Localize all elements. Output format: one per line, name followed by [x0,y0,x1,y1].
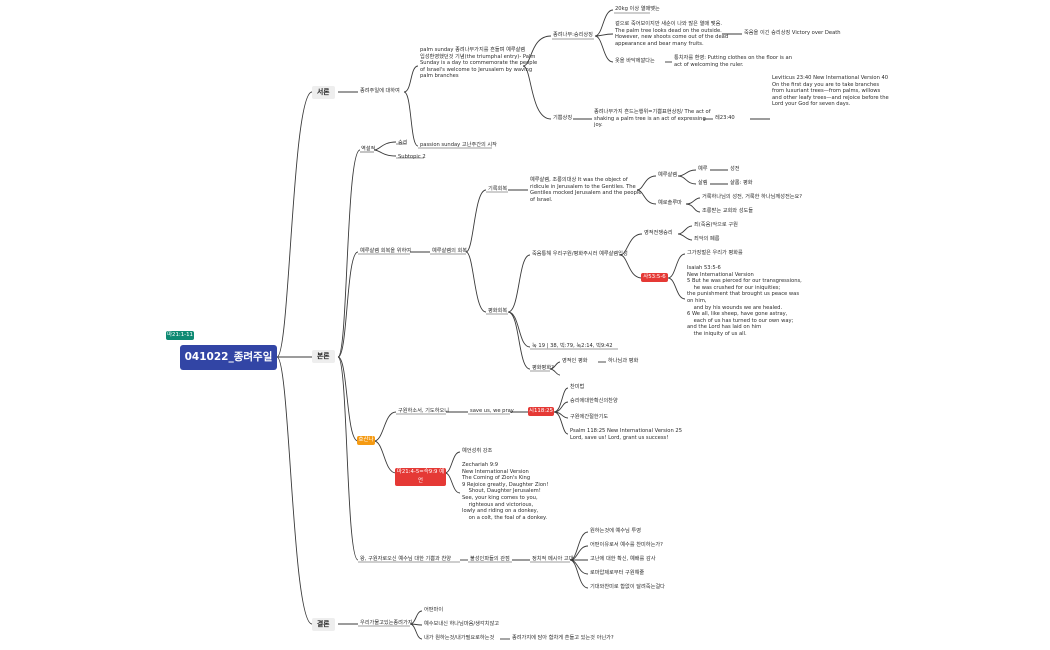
node-psalm-text[interactable]: Psalm 118:25 New International Version 2… [570,428,683,441]
node-death-victory[interactable]: 죽음을 이긴 승리상징 Victory over Death [744,30,841,36]
node-m2[interactable]: 어떤이유로서 예수를 찬미하는가? [590,542,663,548]
node-paradox[interactable]: 역설적 [361,146,376,152]
node-weight[interactable]: 20kg 이상 열매맺는 [615,6,660,12]
node-m1[interactable]: 원하는것에 예수님 투영 [590,528,642,534]
node-eternal-peace[interactable]: 영적인 평화 [562,358,588,364]
node-to-worship[interactable]: 예로솔루마 [658,200,682,206]
node-about-palm-sunday[interactable]: 종려주일에 대하여 [360,88,400,94]
node-mock-text[interactable]: 예루살렘, 조롱의대상 It was the object of ridicul… [530,177,642,203]
node-king[interactable]: 왕, 구원자로오신 예수님 대한 기쁨과 찬양 [360,556,452,562]
node-which-peace[interactable]: 평화평화? [532,365,554,371]
node-palm-victory[interactable]: 종려나무:승리상징 [553,32,593,38]
node-jerusalem[interactable]: 예루살렘 회복을 위하여 [360,248,412,254]
node-lev-ref[interactable]: 레23:40 [715,115,735,121]
node-holy-city[interactable]: 거룩하나님의 성전, 거룩한 하나님께성전는요? [702,194,803,200]
node-clothes[interactable]: 옷을 바닥에깔다는 [615,58,655,64]
node-zech-text[interactable]: Zechariah 9:9 New International Version … [462,462,549,521]
tag-hosanna: 호산나 [357,436,375,445]
node-cry[interactable]: 우리가물고있는종려가지 [360,620,413,626]
node-salvation[interactable]: 죄(죽음)악으로 구원 [694,222,738,228]
section-body[interactable]: 본론 [312,350,335,363]
node-peace[interactable]: 살렘 [698,180,708,186]
node-c2[interactable]: 예수보내신 하나님마음/생각치않고 [424,621,499,627]
node-victory[interactable]: 승리 [398,140,408,146]
node-c3b[interactable]: 종려가지에 담아 함차게 흔들고 있는것 아닌가? [512,635,614,641]
tag-psalm: 시118:25 [528,407,554,416]
root-node[interactable]: 041022_종려주일 [180,345,277,370]
node-shout[interactable]: 승리에대한확신의찬양 [570,398,618,404]
node-sacred[interactable]: 성전 [730,166,740,172]
node-palm-sunday[interactable]: palm sunday 종려나무가지를 흔들며 예루살렘 입성환영했던것 기념(… [420,47,538,80]
node-ruler[interactable]: 통치자를 환영: Putting clothes on the floor is… [674,55,793,68]
node-god-peace[interactable]: 하나님과 평화 [608,358,639,364]
node-christ-peace[interactable]: 그가징벌은 우리가 평화를 [687,250,743,256]
node-outside[interactable]: 겉으로 죽어보이지만 새순이 나와 많은 열매 맺음. The palm tre… [615,21,729,47]
node-m3[interactable]: 고난에 대한 확신, 예배를 감사 [590,556,656,562]
node-recovery[interactable]: 예루살렘의 회복 [432,248,468,254]
node-subtopic2[interactable]: Subtopic 2 [398,154,426,160]
node-prophecy[interactable]: 예언성취 강조 [462,448,493,454]
node-spiritual-victory[interactable]: 영적전쟁승리 [644,230,673,236]
node-joy-text[interactable]: 종려나무가지 흔드는행위=기쁨표현상징/ The act of shaking … [594,109,711,129]
node-save-us[interactable]: save us, we pray [470,408,514,414]
node-mock-recovery[interactable]: 기록회복 [488,186,508,192]
node-temple[interactable]: 예루살렘 [658,172,678,178]
node-peace-en[interactable]: 샬롬: 평화 [730,180,753,186]
node-pray-save[interactable]: 구원하소서, 기도하오니 [398,408,450,414]
node-luke-refs[interactable]: 눅 19 | 38, 빅:79, 눅2:14, 빅9:42 [532,343,613,349]
node-passion-sunday[interactable]: passion sunday 고난주간의 시작 [420,142,497,148]
node-lev-text[interactable]: Leviticus 23:40 New International Versio… [772,75,889,108]
section-intro[interactable]: 서론 [312,86,335,99]
node-m4[interactable]: 로마압제로부터 구원해줄 [590,570,645,576]
node-prayer[interactable]: 구원에간절한기도 [570,414,609,420]
node-isaiah-text[interactable]: Isaiah 53:5-6 New International Version … [687,265,802,337]
node-m5[interactable]: 기대와찬미로 합없이 달려죽는걸다 [590,584,665,590]
section-conclusion[interactable]: 결론 [312,618,335,631]
node-worship[interactable]: 예루 [698,166,708,172]
tag-isaiah: 사53:5-6 [641,273,668,282]
node-cross[interactable]: 죽음통해 우리구원/평화주시러 예루살렘입성 [532,251,628,257]
node-sin-pain[interactable]: 죄악의 폐름 [694,236,720,242]
node-mock-church[interactable]: 조롱받는 교회와 성도들 [702,208,754,214]
node-joy-symbol[interactable]: 기쁨상징 [553,115,573,121]
node-c3[interactable]: 내가 원하는것/내가필요로하는것 [424,635,495,641]
node-peace-recovery[interactable]: 평화회복 [488,308,508,314]
node-praise[interactable]: 찬미법 [570,384,585,390]
node-crowd[interactable]: 불성인파들의 관점 [470,556,510,562]
root-tag: 마21:1-11 [166,331,194,340]
node-messiah[interactable]: 정치적 메시아 고대 [532,556,574,562]
node-c1[interactable]: 어떤마이 [424,607,444,613]
tag-zechariah: 마21:4-5=슥9:9 예언 [395,468,446,486]
